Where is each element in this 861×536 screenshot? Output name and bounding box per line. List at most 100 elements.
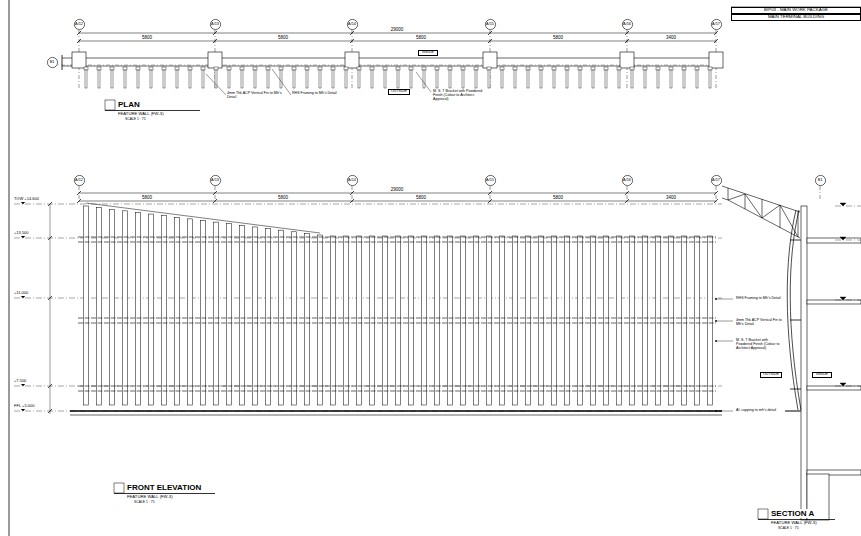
tag-text: MAIN TERMINAL BUILDING <box>768 15 824 20</box>
slope-line <box>86 203 320 233</box>
column <box>483 52 497 68</box>
dimension-line <box>50 204 51 414</box>
view-title: FRONT ELEVATION <box>126 483 202 492</box>
bubble-circle <box>347 19 357 29</box>
leader-line <box>716 299 733 300</box>
fin-bracket <box>409 67 413 70</box>
rhs-rail <box>78 391 716 392</box>
bubble-circle <box>47 57 57 67</box>
vertical-fin <box>669 236 674 405</box>
title-underline <box>758 519 835 520</box>
fin-bracket <box>513 67 517 70</box>
grid-bubble: A/14 <box>347 175 358 186</box>
dimension-text: 5800 <box>415 195 427 200</box>
fin-bracket <box>84 67 88 70</box>
vertical-fin <box>254 70 256 88</box>
grid-line <box>820 186 821 200</box>
grid-bubble: A/12 <box>74 175 85 186</box>
vertical-fin <box>331 236 336 405</box>
bubble-circle <box>210 175 220 185</box>
vertical-fin <box>422 236 427 405</box>
fin-bracket <box>552 67 556 70</box>
grid-bubble: A/14 <box>347 19 358 30</box>
vertical-fin <box>539 236 544 405</box>
vertical-fin <box>137 70 139 88</box>
leader-line <box>416 72 431 92</box>
floor-slab <box>807 386 861 390</box>
callout-note: 4mm Thk ACP Vertical Fin to Mfr's Detail <box>226 91 283 99</box>
vertical-fin <box>344 236 349 405</box>
vertical-fin <box>253 227 258 405</box>
fin-bracket <box>539 67 543 70</box>
fin-bracket <box>604 67 608 70</box>
level-line <box>14 298 722 299</box>
bubble-circle <box>622 19 632 29</box>
column <box>620 52 634 68</box>
vertical-fin <box>189 70 191 88</box>
vertical-fin <box>384 70 386 88</box>
dimension-text: 5800 <box>415 35 427 40</box>
vertical-fin <box>176 70 178 88</box>
base-line <box>70 410 722 412</box>
grid-label: A/12 <box>75 22 83 26</box>
vertical-fin <box>630 236 635 405</box>
side-tag: INSIDE <box>812 372 832 378</box>
sheet-border <box>9 0 10 536</box>
vertical-fin <box>162 216 167 405</box>
fin-bracket <box>790 320 801 321</box>
rhs-rail <box>78 242 716 243</box>
vertical-fin <box>357 236 362 405</box>
fin-bracket <box>201 67 205 70</box>
vertical-fin <box>552 236 557 405</box>
dimension-tick <box>48 296 52 300</box>
fin-bracket <box>188 67 192 70</box>
dimension-tick <box>488 39 492 43</box>
vertical-fin <box>618 70 620 88</box>
vertical-fin <box>461 236 466 405</box>
bubble-circle <box>711 19 721 29</box>
vertical-fin <box>85 70 87 88</box>
vertical-fin <box>228 70 230 88</box>
tag-text: OUTSIDE <box>763 373 779 377</box>
fin-bracket <box>344 67 348 70</box>
grid-label: B1 <box>818 178 823 182</box>
column <box>345 52 359 68</box>
callout-note: RHS Framing to Mfr's Detail <box>291 91 338 95</box>
grid-bubble: B1 <box>47 57 58 68</box>
level-marker <box>840 297 846 300</box>
fin-bracket <box>253 67 257 70</box>
grid-label: A/15 <box>486 22 494 26</box>
vertical-fin <box>656 236 661 405</box>
vertical-fin <box>163 70 165 88</box>
vertical-fin <box>98 70 100 88</box>
bubble-circle <box>815 175 825 185</box>
vertical-fin <box>345 70 347 88</box>
fin-bracket <box>708 67 712 70</box>
dimension-tick <box>350 199 354 203</box>
vertical-fin <box>449 70 451 88</box>
fin-bracket <box>630 67 634 70</box>
dimension-tick <box>350 191 354 195</box>
fin-bracket <box>162 67 166 70</box>
fin-bracket <box>331 67 335 70</box>
vertical-fin <box>332 70 334 88</box>
vertical-fin <box>267 70 269 88</box>
fin-bracket <box>435 67 439 70</box>
vertical-fin <box>396 236 401 405</box>
vertical-fin <box>565 236 570 405</box>
dimension-text: 5800 <box>552 35 564 40</box>
dimension-text: +11.000 <box>13 291 29 296</box>
dimension-line <box>79 201 716 202</box>
vertical-fin <box>124 70 126 88</box>
fin-bracket <box>149 67 153 70</box>
vertical-fin <box>436 70 438 88</box>
vertical-fin <box>371 70 373 88</box>
dimension-tick <box>213 199 217 203</box>
dimension-tick <box>625 191 629 195</box>
fin-bracket <box>591 67 595 70</box>
dimension-tick <box>714 191 718 195</box>
vertical-fin <box>682 236 687 405</box>
rhs-rail <box>78 318 716 319</box>
roof-truss <box>728 188 800 238</box>
